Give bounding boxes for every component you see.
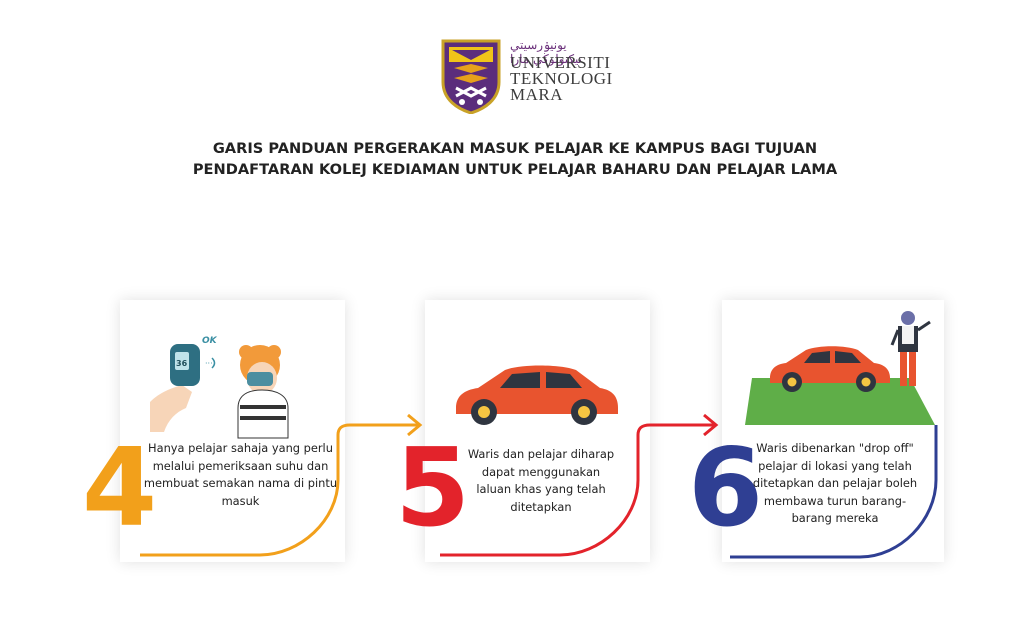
car-icon <box>770 346 890 392</box>
step-card-5 <box>425 300 650 562</box>
arrow-right-icon <box>703 413 719 437</box>
name-line-3: MARA <box>510 85 564 104</box>
connector-line-6 <box>730 425 938 559</box>
thermometer-reading: 36 <box>176 359 188 368</box>
university-name: UNIVERSITI TEKNOLOGI MARA <box>510 53 613 104</box>
title-line-2: PENDAFTARAN KOLEJ KEDIAMAN UNTUK PELAJAR… <box>192 161 838 178</box>
university-logo: يونيۏرسيتي تيكنولوڬي مارا UNIVERSITI TEK… <box>440 38 615 114</box>
arrow-right-icon <box>407 413 423 437</box>
thermometer-icon: 36 ··· <box>150 344 216 432</box>
step-number-5: 5 <box>395 426 471 551</box>
title-line-1: GARIS PANDUAN PERGERAKAN MASUK PELAJAR K… <box>212 140 818 157</box>
person-icon <box>890 311 931 386</box>
connector-line-4 <box>140 423 420 557</box>
step-number-4: 4 <box>82 426 158 551</box>
step-text-4: Hanya pelajar sahaja yang perlu melalui … <box>143 441 338 508</box>
university-shield-icon <box>441 39 501 114</box>
name-line-1: UNIVERSITI <box>510 53 611 72</box>
thermometer-status: OK <box>202 336 218 346</box>
step-text-5: Waris dan pelajar diharap dapat mengguna… <box>467 447 615 514</box>
svg-text:···: ··· <box>205 359 213 368</box>
step-text-6: Waris dibenarkan "drop off" pelajar di l… <box>752 441 918 525</box>
name-line-2: TEKNOLOGI <box>510 69 613 88</box>
masked-student-icon <box>237 345 289 439</box>
car-icon <box>456 365 618 425</box>
connector-line-5 <box>440 423 716 557</box>
step-number-6: 6 <box>688 426 764 551</box>
page-title: GARIS PANDUAN PERGERAKAN MASUK PELAJAR K… <box>120 138 910 180</box>
jawi-name: يونيۏرسيتي تيكنولوڬي مارا <box>510 38 583 66</box>
